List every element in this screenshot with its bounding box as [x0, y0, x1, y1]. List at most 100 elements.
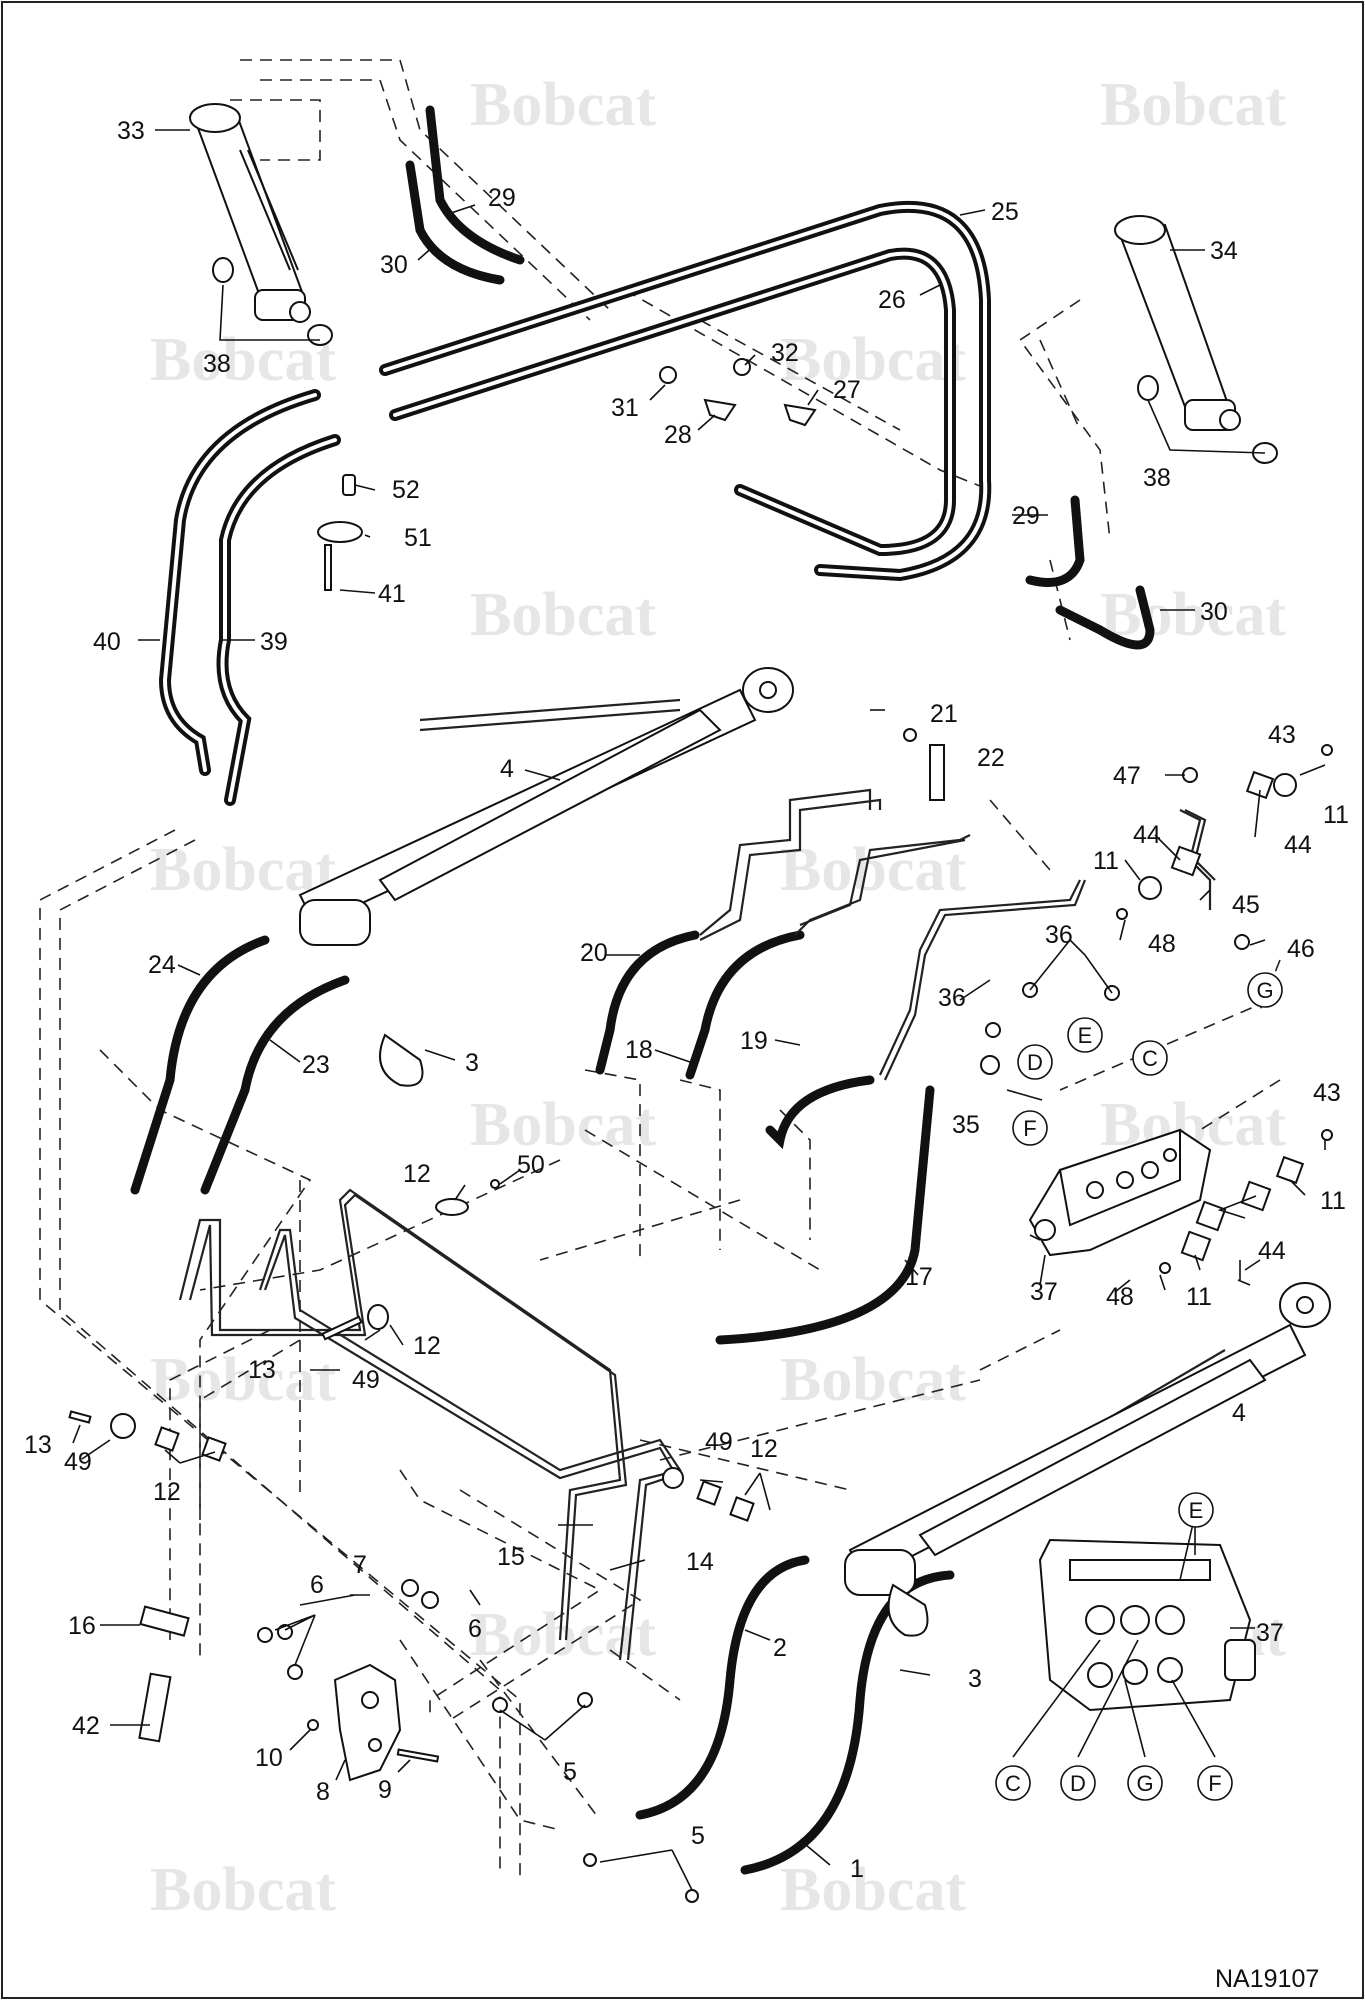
- callout-24: 24: [148, 951, 176, 979]
- watermark: Bobcat: [780, 1856, 966, 1924]
- fitting-16: [139, 1605, 190, 1637]
- callout-28: 28: [664, 421, 692, 449]
- o-ring-38: [1137, 375, 1159, 401]
- reference-code: NA19107: [1215, 1965, 1319, 1993]
- hose-25-inner: [383, 204, 988, 578]
- bolt-21: [903, 728, 917, 742]
- fitting-7: [401, 1579, 419, 1597]
- hose-29-top: [425, 105, 525, 265]
- callout-17: 17: [905, 1263, 933, 1291]
- port-label-d: D: [1027, 1050, 1043, 1075]
- o-ring-38: [212, 257, 234, 283]
- washer-49: [110, 1413, 136, 1439]
- port-labels: D E C G F E C D G F: [1005, 978, 1274, 1796]
- port-label-d: D: [1070, 1771, 1086, 1796]
- bolt-13: [68, 1410, 92, 1424]
- cylinder-4-lower: [844, 1282, 1331, 1596]
- callout-38: 38: [203, 350, 231, 378]
- clamp-12: [201, 1436, 227, 1462]
- fitting-36: [985, 1022, 1001, 1038]
- fitting-6: [421, 1591, 439, 1609]
- callout-20: 20: [580, 939, 608, 967]
- clamp-22: [929, 744, 945, 801]
- port-circles: [995, 972, 1283, 1801]
- port-circle-d: [1060, 1765, 1096, 1801]
- clamp-12: [696, 1480, 722, 1506]
- callout-1: 1: [850, 1855, 864, 1883]
- fitting-6: [287, 1664, 303, 1680]
- callout-6: 6: [468, 1615, 482, 1643]
- callout-7: 7: [353, 1551, 367, 1579]
- port-circle-d: [1017, 1044, 1053, 1080]
- hydraulic-hoses: [130, 105, 1155, 1875]
- port-label-g: G: [1136, 1771, 1153, 1796]
- callout-9: 9: [378, 1776, 392, 1804]
- clamp-12: [729, 1496, 755, 1522]
- callout-18: 18: [625, 1036, 653, 1064]
- port-label-f: F: [1023, 1116, 1036, 1141]
- port-circle-g: [1247, 972, 1283, 1008]
- hose-26-inner: [393, 251, 952, 553]
- watermark: Bobcat: [150, 326, 336, 394]
- nut-48: [1159, 1262, 1171, 1274]
- tee-28: [703, 398, 737, 422]
- port-circle-f: [1012, 1110, 1048, 1146]
- callout-44: 44: [1284, 831, 1312, 859]
- hose-30-right: [1055, 585, 1155, 650]
- block-11: [1180, 1230, 1212, 1262]
- watermark-layer: Bobcat Bobcat Bobcat Bobcat Bobcat Bobca…: [150, 71, 1286, 1924]
- fitting-47: [1182, 767, 1198, 783]
- callout-45: 45: [1232, 891, 1260, 919]
- callout-11: 11: [1186, 1283, 1212, 1311]
- callout-15: 15: [497, 1543, 525, 1571]
- callout-38: 38: [1143, 464, 1171, 492]
- port-label-g: G: [1256, 978, 1273, 1003]
- washer-11: [1273, 773, 1297, 797]
- block-44: [1170, 845, 1202, 877]
- callout-37: 37: [1030, 1278, 1058, 1306]
- callout-39: 39: [260, 628, 288, 656]
- callout-12: 12: [413, 1332, 441, 1360]
- port-label-c: C: [1005, 1771, 1021, 1796]
- port-circle-e: [1067, 1017, 1103, 1053]
- hose-20: [595, 930, 700, 1075]
- callout-49: 49: [352, 1366, 380, 1394]
- callout-11: 11: [1323, 801, 1349, 829]
- fitting-5: [685, 1889, 699, 1903]
- hose-17: [715, 1085, 935, 1345]
- port-label-e: E: [1189, 1498, 1204, 1523]
- valve-8: [333, 1663, 402, 1782]
- callout-29: 29: [1012, 502, 1040, 530]
- bolt-43: [1321, 744, 1333, 756]
- callout-43: 43: [1268, 721, 1296, 749]
- callout-42: 42: [72, 1712, 100, 1740]
- clamp-12: [435, 1198, 469, 1216]
- callout-44: 44: [1258, 1237, 1286, 1265]
- port-circle-g: [1127, 1765, 1163, 1801]
- leader-lines: [72, 129, 1326, 1891]
- port-circle-c: [995, 1765, 1031, 1801]
- callout-21: 21: [930, 700, 958, 728]
- callout-12: 12: [403, 1160, 431, 1188]
- callout-labels: 33 29 30 25 26 34 38 38 32 27 31 28 52 5…: [24, 117, 1349, 1883]
- o-ring-38: [307, 324, 333, 346]
- callout-16: 16: [68, 1612, 96, 1640]
- callout-49: 49: [705, 1428, 733, 1456]
- nut-10: [307, 1719, 319, 1731]
- washer-51: [317, 521, 363, 543]
- nut-31: [659, 366, 677, 384]
- hose-24: [130, 935, 270, 1195]
- watermark: Bobcat: [1100, 581, 1286, 649]
- watermark: Bobcat: [1100, 71, 1286, 139]
- block-44: [1195, 1200, 1227, 1232]
- callout-12: 12: [153, 1478, 181, 1506]
- callout-30: 30: [380, 251, 408, 279]
- washer-11: [1138, 876, 1162, 900]
- port-circle-f: [1197, 1765, 1233, 1801]
- callout-46: 46: [1287, 935, 1315, 963]
- callout-11: 11: [1320, 1187, 1346, 1215]
- callout-26: 26: [878, 286, 906, 314]
- callout-10: 10: [255, 1744, 283, 1772]
